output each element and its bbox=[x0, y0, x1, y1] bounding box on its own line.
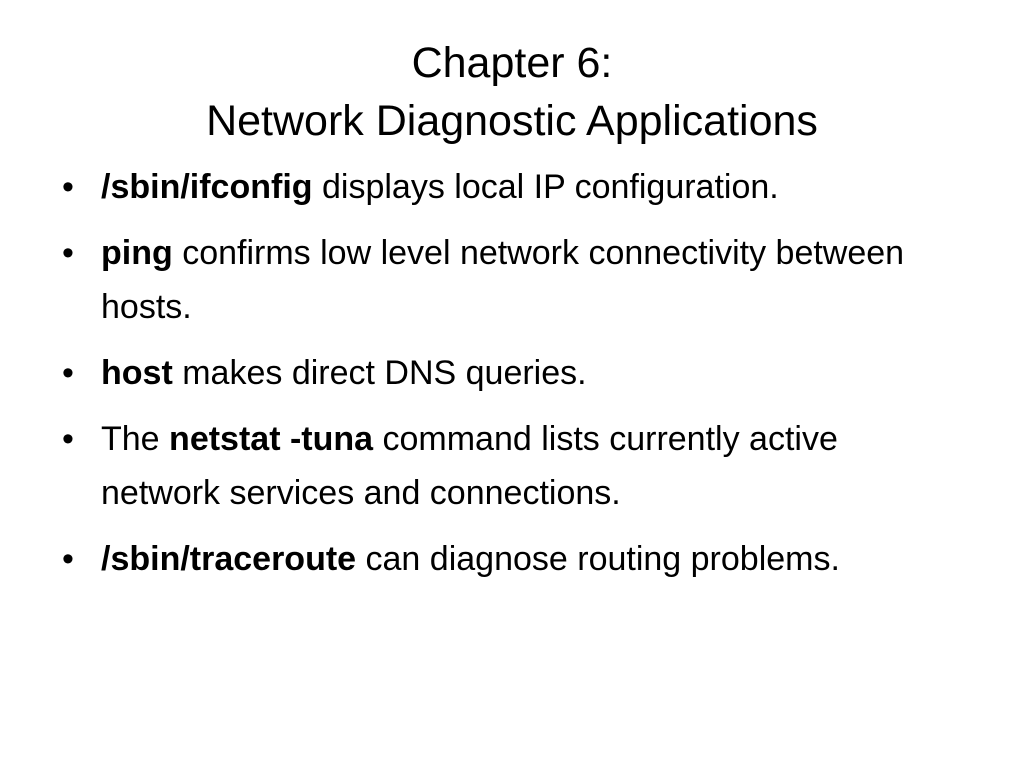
bullet-command: /sbin/traceroute bbox=[101, 540, 357, 578]
bullet-dot-icon: • bbox=[62, 540, 74, 578]
bullet-list: • /sbin/ifconfig displays local IP confi… bbox=[58, 160, 958, 598]
bullet-text-post: command lists currently active network s… bbox=[101, 420, 838, 512]
bullet-command: ping bbox=[101, 234, 173, 272]
bullet-item: • host makes direct DNS queries. bbox=[58, 346, 958, 400]
bullet-dot-icon: • bbox=[62, 168, 74, 206]
bullet-item: • /sbin/traceroute can diagnose routing … bbox=[58, 532, 958, 586]
bullet-command: netstat -tuna bbox=[169, 420, 374, 458]
title-line-1: Chapter 6: bbox=[411, 39, 613, 87]
bullet-command: host bbox=[101, 354, 173, 392]
slide-title: Chapter 6: Network Diagnostic Applicatio… bbox=[0, 34, 1024, 150]
bullet-command: /sbin/ifconfig bbox=[101, 168, 313, 206]
bullet-text-post: makes direct DNS queries. bbox=[172, 354, 587, 392]
bullet-text-post: displays local IP configuration. bbox=[312, 168, 779, 206]
title-line-2: Network Diagnostic Applications bbox=[206, 97, 818, 145]
bullet-dot-icon: • bbox=[62, 234, 74, 272]
bullet-item: • /sbin/ifconfig displays local IP confi… bbox=[58, 160, 958, 214]
bullet-dot-icon: • bbox=[62, 420, 74, 458]
bullet-text-post: can diagnose routing problems. bbox=[356, 540, 840, 578]
bullet-item: • The netstat -tuna command lists curren… bbox=[58, 412, 958, 520]
bullet-text-pre: The bbox=[101, 420, 170, 458]
bullet-text-post: confirms low level network connectivity … bbox=[101, 234, 905, 326]
bullet-item: • ping confirms low level network connec… bbox=[58, 226, 958, 334]
bullet-dot-icon: • bbox=[62, 354, 74, 392]
